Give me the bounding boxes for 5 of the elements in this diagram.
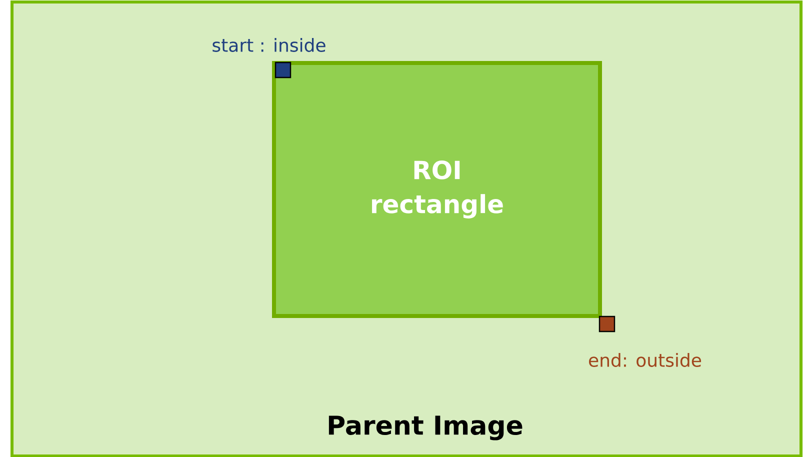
corner-label: start : inside <box>212 38 326 52</box>
corner-marker <box>274 62 292 78</box>
roi-box: ROI rectangle <box>272 61 602 318</box>
corner-label: end: outside <box>589 353 702 367</box>
corner-marker <box>598 316 616 332</box>
